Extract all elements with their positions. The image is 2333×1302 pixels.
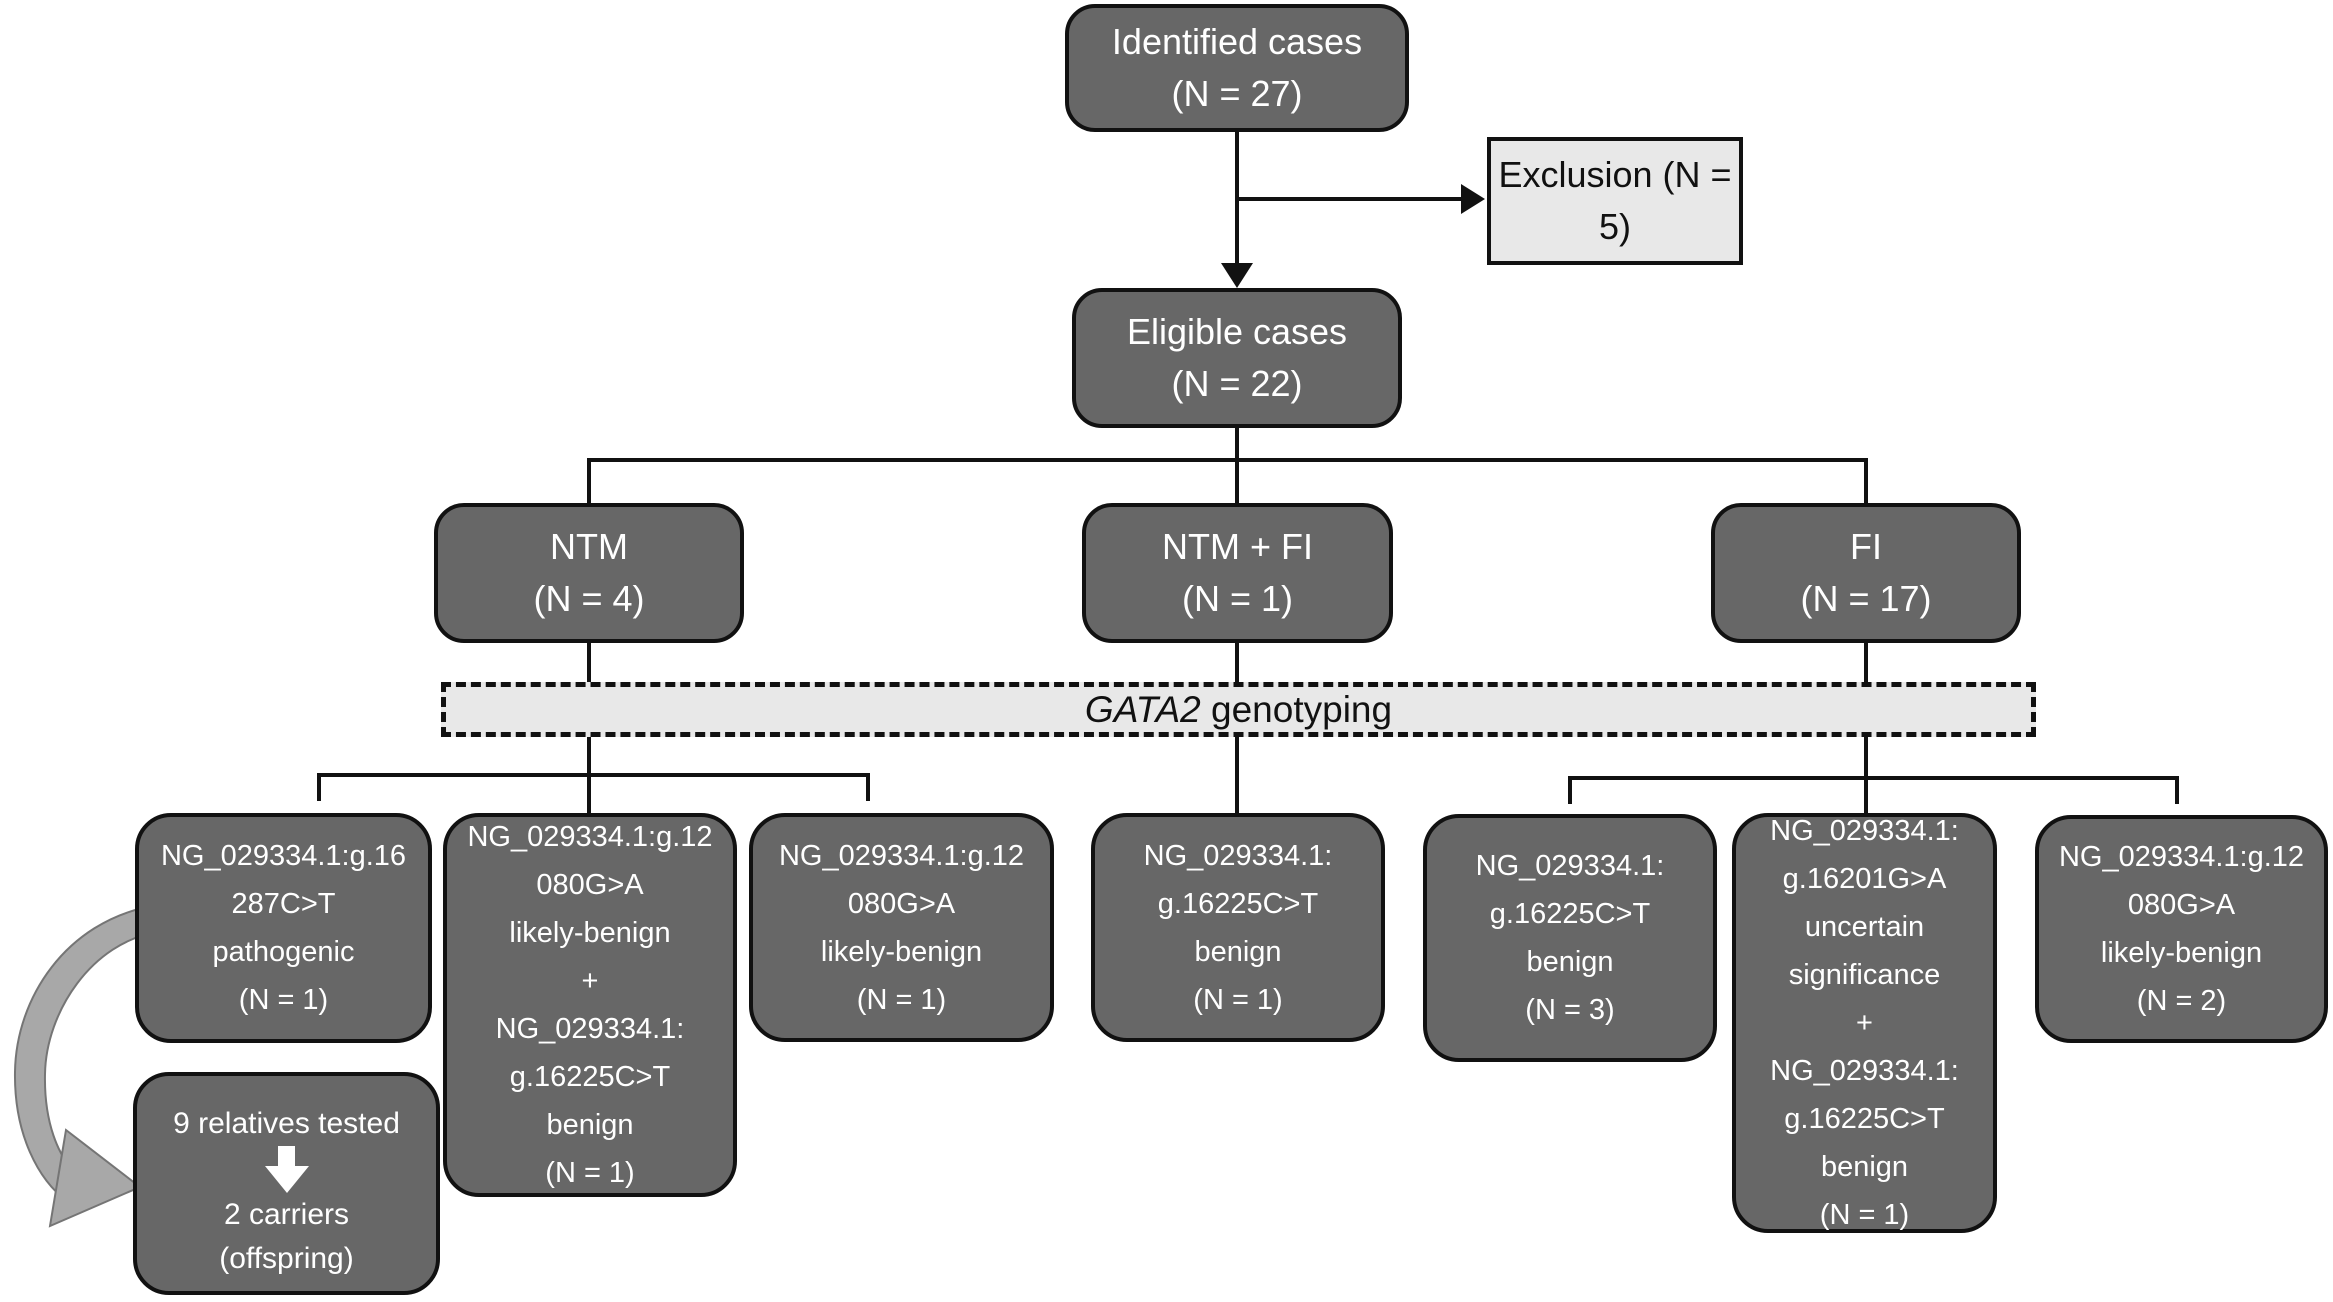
down-arrow-head xyxy=(264,1166,309,1193)
connector-fi-below-bar xyxy=(1864,737,1868,813)
down-arrow-stem xyxy=(278,1146,295,1166)
gata2-genotyping-label: GATA2 genotyping xyxy=(1085,689,1392,731)
node-outcome-fi-uncertain: NG_029334.1: g.16201G>A uncertain signif… xyxy=(1732,813,1997,1233)
node-ntm: NTM (N = 4) xyxy=(434,503,744,643)
bracket-fi-right-tick xyxy=(2175,776,2179,804)
relatives-tested-label: 9 relatives tested xyxy=(173,1107,400,1140)
node-exclusion-label: Exclusion (N = 5) xyxy=(1498,154,1732,247)
branch-stub-ntm xyxy=(587,458,591,503)
genotyping-word: genotyping xyxy=(1200,688,1393,730)
node-outcome-ntm-likely-benign-label: NG_029334.1:g.12 080G>A likely-benign (N… xyxy=(778,839,1025,1016)
node-eligible-cases-label: Eligible cases (N = 22) xyxy=(1126,311,1348,404)
branch-stub-fi xyxy=(1864,458,1868,503)
node-relatives-tested: 9 relatives tested 2 carriers (offspring… xyxy=(133,1072,440,1295)
node-outcome-fi-likely-benign-label: NG_029334.1:g.12 080G>A likely-benign (N… xyxy=(2058,841,2305,1017)
node-exclusion: Exclusion (N = 5) xyxy=(1487,137,1743,265)
arrowhead-down-to-eligible-icon xyxy=(1221,263,1253,288)
bracket-ntm-left-tick xyxy=(317,773,321,801)
connector-to-exclusion xyxy=(1237,197,1463,201)
node-ntm-fi: NTM + FI (N = 1) xyxy=(1082,503,1393,643)
node-outcome-ntm-combined-label: NG_029334.1:g.12 080G>A likely-benign + … xyxy=(467,821,713,1189)
gene-name: GATA2 xyxy=(1084,688,1201,730)
connector-ntmfi-to-bar xyxy=(1235,643,1239,682)
node-outcome-ntm-pathogenic-label: NG_029334.1:g.16 287C>T pathogenic (N = … xyxy=(160,840,407,1016)
connector-ntm-to-bar xyxy=(587,643,591,682)
bracket-ntm-right-tick xyxy=(866,773,870,801)
node-outcome-fi-benign: NG_029334.1: g.16225C>T benign (N = 3) xyxy=(1423,814,1717,1062)
connector-ntmfi-below-bar xyxy=(1235,737,1239,813)
node-ntm-label: NTM (N = 4) xyxy=(533,526,645,619)
branch-line-level2 xyxy=(587,458,1868,462)
node-identified-cases: Identified cases (N = 27) xyxy=(1065,4,1409,132)
curved-arrow-icon xyxy=(13,904,160,1228)
node-outcome-ntmfi-benign-label: NG_029334.1: g.16225C>T benign (N = 1) xyxy=(1143,839,1333,1016)
bracket-fi xyxy=(1568,776,2179,780)
node-outcome-ntm-combined: NG_029334.1:g.12 080G>A likely-benign + … xyxy=(443,813,737,1197)
node-fi-label: FI (N = 17) xyxy=(1800,526,1932,619)
bracket-fi-left-tick xyxy=(1568,776,1572,804)
node-identified-cases-label: Identified cases (N = 27) xyxy=(1111,21,1363,114)
down-arrow-icon xyxy=(264,1146,309,1193)
node-outcome-ntmfi-benign: NG_029334.1: g.16225C>T benign (N = 1) xyxy=(1091,813,1385,1042)
node-outcome-fi-uncertain-label: NG_029334.1: g.16201G>A uncertain signif… xyxy=(1770,815,1959,1231)
bracket-ntm xyxy=(317,773,870,777)
gata2-genotyping-bar: GATA2 genotyping xyxy=(441,682,2036,737)
connector-eligible-down xyxy=(1235,428,1239,503)
node-outcome-fi-likely-benign: NG_029334.1:g.12 080G>A likely-benign (N… xyxy=(2035,815,2328,1043)
node-fi: FI (N = 17) xyxy=(1711,503,2021,643)
node-outcome-ntm-likely-benign: NG_029334.1:g.12 080G>A likely-benign (N… xyxy=(749,813,1054,1042)
arrowhead-right-to-exclusion-icon xyxy=(1461,184,1485,214)
node-outcome-fi-benign-label: NG_029334.1: g.16225C>T benign (N = 3) xyxy=(1475,850,1665,1026)
connector-fi-to-bar xyxy=(1864,643,1868,682)
node-eligible-cases: Eligible cases (N = 22) xyxy=(1072,288,1402,428)
carriers-label: 2 carriers (offspring) xyxy=(219,1198,354,1275)
node-ntm-fi-label: NTM + FI (N = 1) xyxy=(1162,526,1313,619)
node-outcome-ntm-pathogenic: NG_029334.1:g.16 287C>T pathogenic (N = … xyxy=(135,813,432,1043)
